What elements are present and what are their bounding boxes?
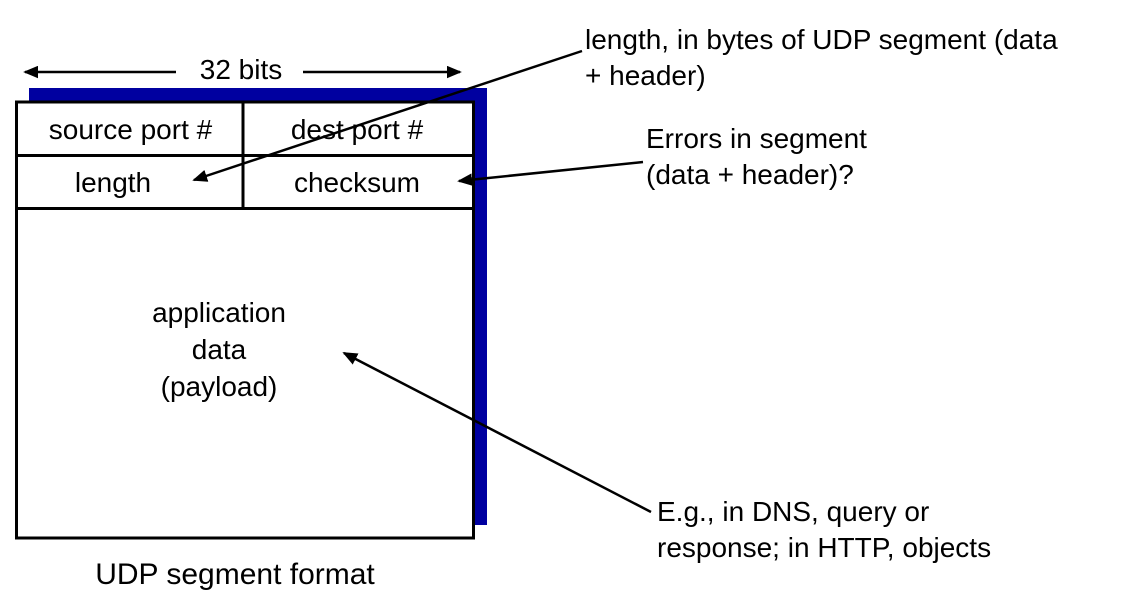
field-checksum: checksum: [293, 166, 421, 198]
checksum-note-arrow: [457, 160, 644, 186]
annotation-checksum: Errors in segment (data + header)?: [646, 123, 867, 190]
field-application-data: application data (payload): [152, 297, 286, 402]
field-length: length: [74, 166, 152, 198]
field-source-port: source port #: [48, 113, 213, 145]
annotation-payload: E.g., in DNS, query or response; in HTTP…: [657, 496, 992, 563]
field-dest-port: dest port #: [290, 113, 424, 145]
length-note-arrow: [192, 49, 583, 182]
diagram-caption: UDP segment format: [95, 558, 375, 591]
segment-box-outline: [15, 100, 475, 540]
annotation-length: length, in bytes of UDP segment (data + …: [585, 24, 1058, 91]
width-arrow-label: 32 bits: [199, 54, 283, 85]
payload-note-arrow: [342, 351, 652, 514]
